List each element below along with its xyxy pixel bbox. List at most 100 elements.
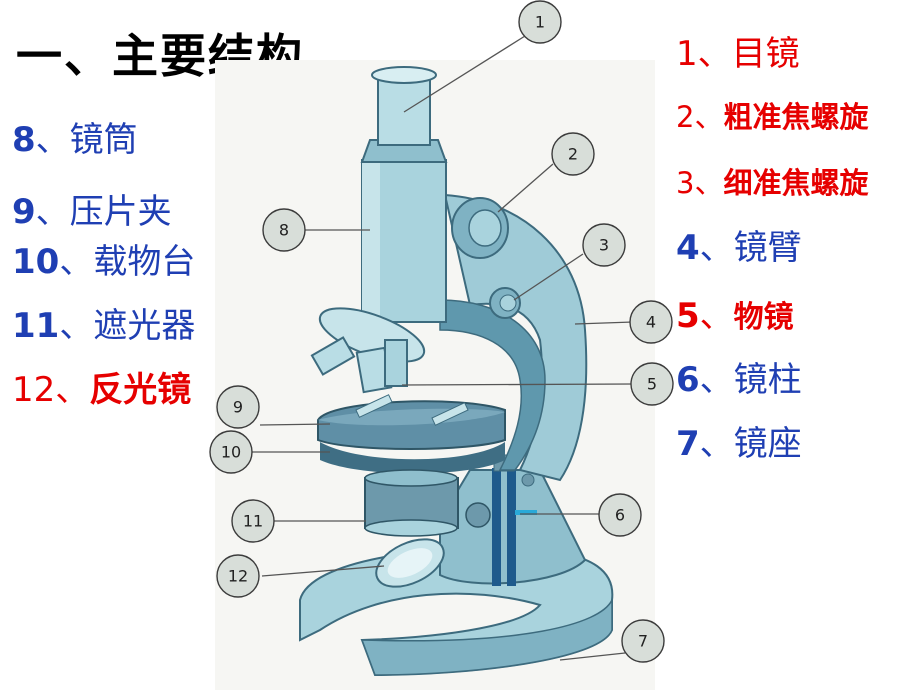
label-text: 粗准焦螺旋 — [723, 100, 869, 134]
leader-3 — [513, 253, 584, 301]
leader-4 — [574, 321, 634, 325]
label-separator: 、 — [35, 192, 70, 232]
diaphragm-bottom — [364, 519, 458, 537]
label-number: 9 — [12, 192, 36, 232]
label-number: 1 — [676, 34, 698, 74]
label-text: 压片夹 — [69, 192, 172, 232]
leader-1 — [403, 35, 526, 113]
callout-12: 12 — [216, 554, 260, 598]
callout-10-label: 10 — [221, 443, 241, 462]
label-text: 镜座 — [733, 424, 802, 464]
callout-3: 3 — [582, 223, 626, 267]
callout-1-label: 1 — [535, 13, 545, 32]
callout-9: 9 — [216, 385, 260, 429]
pillar-pin — [521, 473, 535, 487]
leader-9 — [259, 423, 331, 426]
leader-2 — [497, 163, 554, 213]
tube-highlight — [362, 160, 380, 322]
diaphragm-knob — [465, 502, 491, 528]
label-item-1: 1、目镜 — [676, 26, 800, 75]
label-text: 镜柱 — [733, 360, 802, 400]
mirror-face — [387, 548, 433, 578]
label-item-10: 10、载物台 — [12, 234, 195, 283]
callout-10: 10 — [209, 430, 253, 474]
label-item-8: 8、镜筒 — [12, 112, 138, 161]
label-separator: 、 — [694, 166, 724, 200]
label-separator: 、 — [55, 370, 90, 410]
label-number: 10 — [12, 242, 60, 282]
label-number: 6 — [676, 360, 700, 400]
label-separator: 、 — [59, 306, 94, 346]
label-text: 细准焦螺旋 — [723, 166, 869, 200]
arm-inner — [439, 299, 546, 471]
callout-1: 1 — [518, 0, 562, 44]
label-item-6: 6、镜柱 — [676, 352, 802, 401]
callout-5: 5 — [630, 362, 674, 406]
leader-7 — [559, 652, 626, 661]
callout-2-label: 2 — [568, 145, 578, 164]
label-text: 目镜 — [731, 34, 800, 74]
objective-right — [384, 339, 408, 387]
pillar-pointer — [515, 510, 537, 515]
objective-left — [310, 336, 356, 376]
label-separator: 、 — [699, 228, 734, 268]
callout-7: 7 — [621, 619, 665, 663]
base-side — [360, 599, 613, 676]
label-number: 12 — [12, 370, 56, 410]
callout-12-label: 12 — [228, 567, 248, 586]
callout-7-label: 7 — [638, 632, 648, 651]
callout-11: 11 — [231, 499, 275, 543]
label-item-3: 3、细准焦螺旋 — [676, 160, 868, 202]
callout-2: 2 — [551, 132, 595, 176]
callout-6-label: 6 — [615, 506, 625, 525]
label-text: 物镜 — [733, 300, 794, 335]
label-number: 8 — [12, 120, 36, 160]
label-item-5: 5、物镜 — [676, 288, 794, 337]
eyepiece — [377, 74, 431, 146]
pillar-rod-right — [507, 468, 516, 586]
callout-3-label: 3 — [599, 236, 609, 255]
label-text: 载物台 — [93, 242, 196, 282]
callout-8: 8 — [262, 208, 306, 252]
leader-12 — [261, 565, 385, 577]
label-separator: 、 — [59, 242, 94, 282]
diaphragm-top — [364, 469, 458, 487]
label-number: 3 — [676, 166, 695, 200]
fine-knob-face — [499, 294, 517, 312]
label-item-12: 12、反光镜 — [12, 362, 191, 411]
coarse-knob-face — [468, 209, 502, 247]
label-item-2: 2、粗准焦螺旋 — [676, 94, 868, 136]
callout-4-label: 4 — [646, 313, 656, 332]
stage-underside — [320, 442, 505, 474]
callout-4: 4 — [629, 300, 673, 344]
callout-8-label: 8 — [279, 221, 289, 240]
eyepiece-top — [371, 66, 437, 84]
label-number: 11 — [12, 306, 60, 346]
label-item-9: 9、压片夹 — [12, 184, 172, 233]
arm — [443, 193, 588, 482]
label-item-7: 7、镜座 — [676, 416, 802, 465]
label-separator: 、 — [699, 296, 734, 336]
stage-clip-left — [355, 394, 393, 418]
label-text: 镜臂 — [733, 228, 802, 268]
label-separator: 、 — [699, 424, 734, 464]
label-separator: 、 — [694, 100, 724, 134]
callout-5-label: 5 — [647, 375, 657, 394]
label-number: 4 — [676, 228, 700, 268]
leader-5 — [401, 383, 634, 386]
callout-11-label: 11 — [243, 512, 263, 531]
callout-6: 6 — [598, 493, 642, 537]
callout-9-label: 9 — [233, 398, 243, 417]
label-number: 7 — [676, 424, 700, 464]
label-number: 2 — [676, 100, 695, 134]
pillar-rod-left — [492, 468, 501, 586]
label-separator: 、 — [35, 120, 70, 160]
label-separator: 、 — [699, 360, 734, 400]
stage — [317, 400, 506, 450]
label-item-11: 11、遮光器 — [12, 298, 195, 347]
label-text: 镜筒 — [69, 120, 138, 160]
label-text: 反光镜 — [89, 370, 192, 410]
stage-clip-right — [431, 402, 469, 426]
label-text: 遮光器 — [93, 306, 196, 346]
